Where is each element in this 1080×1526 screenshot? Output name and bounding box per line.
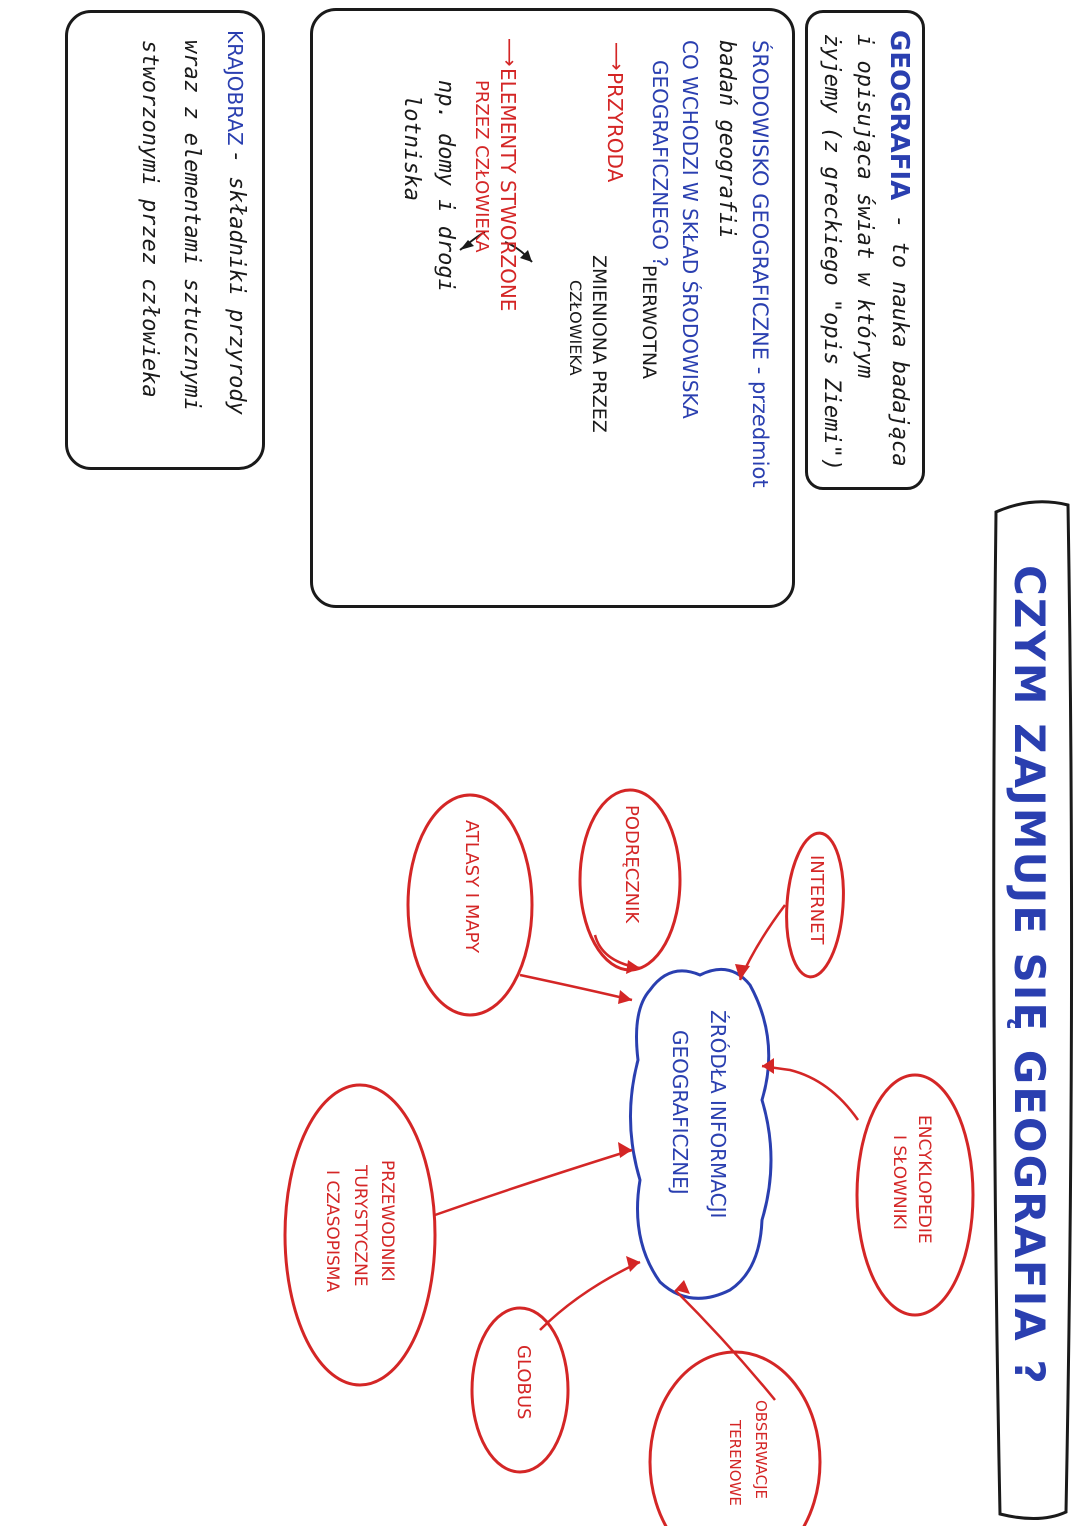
human-elements-line-1: ELEMENTY STWORZONE bbox=[496, 68, 520, 312]
node-atlasy: ATLASY I MAPY bbox=[461, 820, 482, 954]
arrow-przewodniki bbox=[434, 1148, 633, 1217]
page-title: CZYM ZAJMUJE SIĘ GEOGRAFIA ? bbox=[1005, 565, 1054, 1386]
przewodniki-bubble bbox=[283, 1083, 437, 1387]
title-box-outline bbox=[992, 500, 1074, 1521]
human-elements-arrow-icon: ⟶ bbox=[498, 38, 522, 67]
node-encyklopedie-2: I SŁOWNIKI bbox=[889, 1135, 909, 1230]
definition-line-1: - to nauka badająca bbox=[887, 215, 912, 467]
node-obserwacje-2: TERENOWE bbox=[726, 1420, 744, 1506]
globus-bubble bbox=[470, 1306, 570, 1474]
example-line-1: np. domy i drogi bbox=[433, 80, 458, 292]
nature-arrow-icon: ⟶ bbox=[605, 42, 629, 71]
center-cloud-outline bbox=[629, 967, 773, 1300]
mindmap-center-line-2: GEOGRAFICZNEJ bbox=[668, 1030, 692, 1195]
human-elements-line-2: PRZEZ CZŁOWIEKA bbox=[471, 80, 492, 253]
environment-line-3: CO WCHODZI W SKŁAD ŚRODOWISKA bbox=[678, 40, 702, 419]
nature-branch-zmieniona-1: ZMIENIONA PRZEZ bbox=[588, 255, 610, 433]
arrow-encyklopedie bbox=[761, 1064, 860, 1121]
nature-branch-zmieniona-2: CZŁOWIEKA bbox=[566, 280, 585, 376]
mindmap-center-line-1: ŹRÓDŁA INFORMACJI bbox=[706, 1010, 730, 1219]
encyklopedie-bubble bbox=[855, 1073, 975, 1317]
environment-line-1: ŚRODOWISKO GEOGRAFICZNE - przedmiot bbox=[748, 40, 772, 488]
arrow-globus bbox=[539, 1260, 641, 1331]
landscape-line-2: wraz z elementami sztucznymi bbox=[179, 40, 204, 411]
internet-bubble bbox=[785, 831, 845, 979]
node-globus: GLOBUS bbox=[513, 1345, 534, 1420]
nature-branch-pierwotna: PIERWOTNA bbox=[638, 265, 660, 380]
node-przewodniki-1: PRZEWODNIKI bbox=[377, 1160, 397, 1282]
node-podrecznik: PODRĘCZNIK bbox=[621, 805, 642, 924]
node-encyklopedie-1: ENCYKLOPEDIE bbox=[914, 1115, 934, 1244]
arrow-podrecznik bbox=[593, 934, 641, 970]
node-obserwacje-1: OBSERWACJE bbox=[752, 1400, 770, 1500]
atlasy-bubble bbox=[406, 793, 534, 1017]
arrow-atlasy bbox=[519, 973, 633, 1002]
definition-line-2: i opisująca świat w którym bbox=[852, 34, 877, 379]
example-line-2: lotniska bbox=[399, 95, 424, 201]
environment-line-2: badań geografii bbox=[714, 40, 739, 239]
arrow-obserwacje bbox=[674, 1289, 776, 1401]
node-internet: INTERNET bbox=[806, 855, 827, 945]
node-przewodniki-3: I CZASOPISMA bbox=[322, 1170, 342, 1293]
definition-line-3: żyjemy (z greckiego "opis Ziemi") bbox=[819, 34, 844, 472]
landscape-line-1: - składniki przyrody bbox=[224, 150, 249, 415]
landscape-term: KRAJOBRAZ bbox=[223, 30, 247, 146]
nature-label: PRZYRODA bbox=[603, 72, 627, 183]
node-przewodniki-2: TURYSTYCZNE bbox=[350, 1165, 370, 1287]
landscape-line-3: stworzonymi przez człowieka bbox=[137, 40, 162, 398]
environment-line-4: GEOGRAFICZNEGO ? bbox=[648, 60, 672, 268]
definition-term: GEOGRAFIA bbox=[884, 30, 914, 201]
